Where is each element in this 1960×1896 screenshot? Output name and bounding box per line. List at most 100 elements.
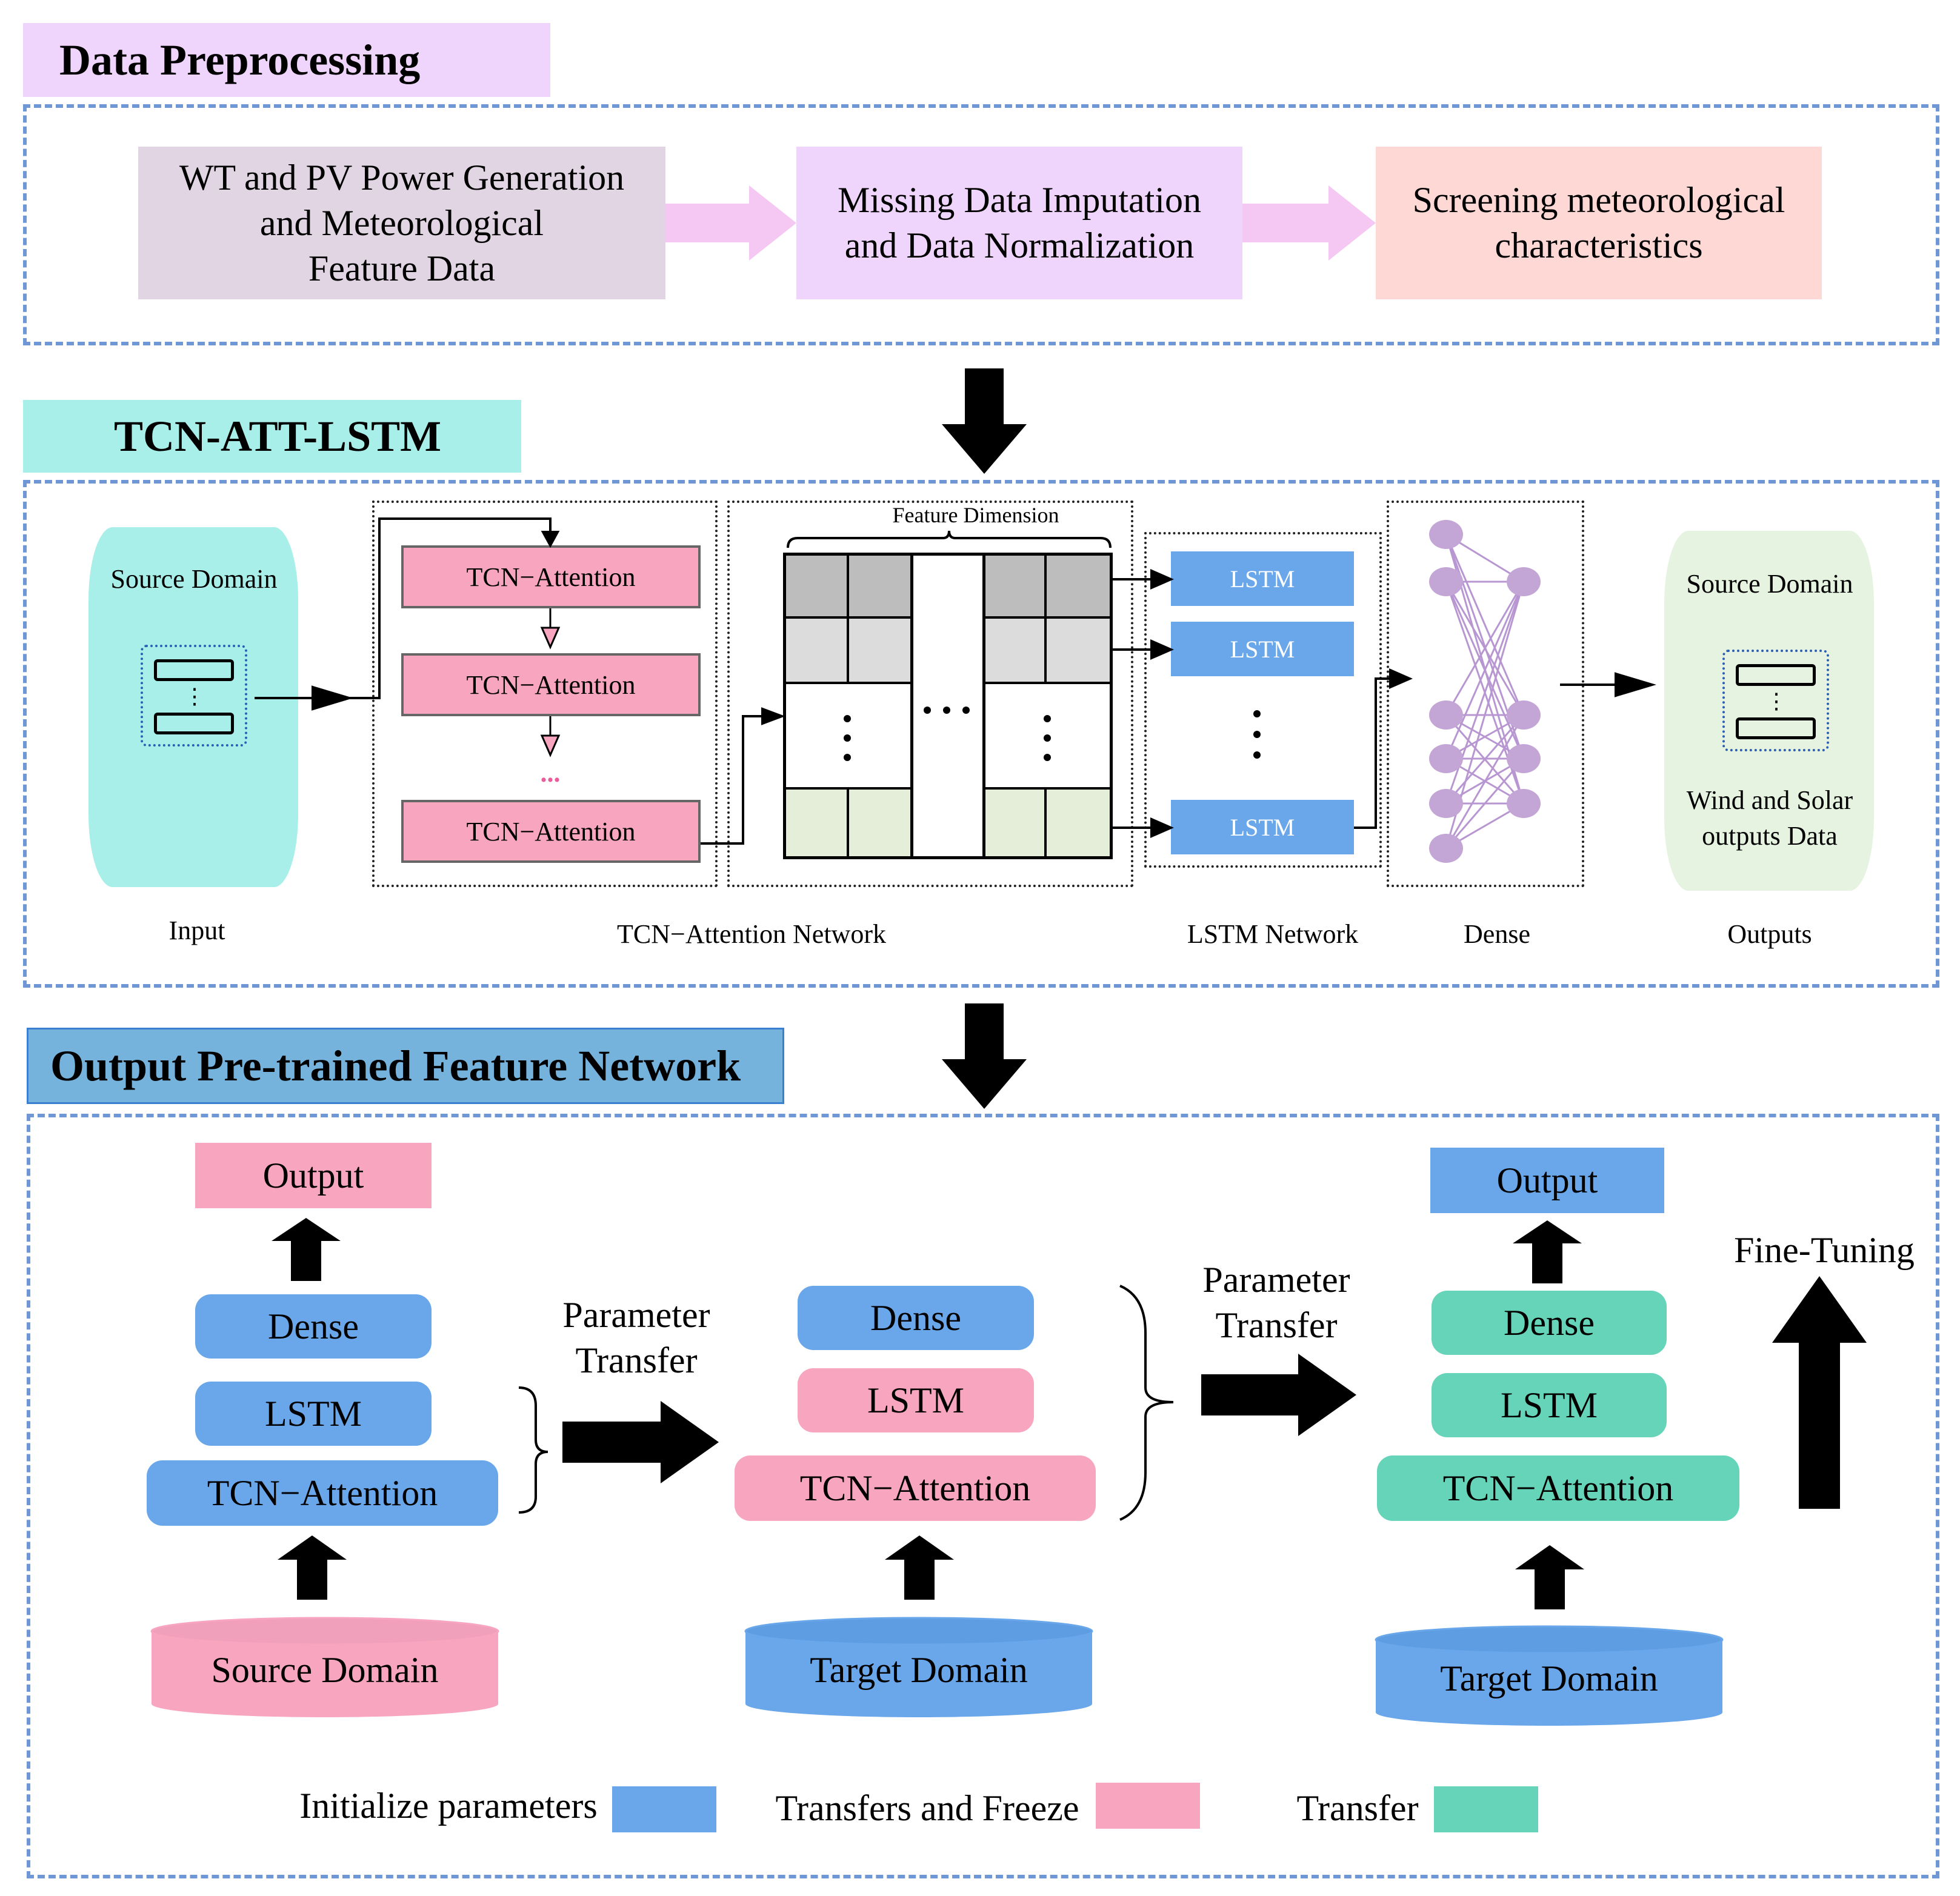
- raw-data-line-2: and Meteorological: [259, 202, 544, 243]
- lstm-dot: [1253, 710, 1261, 717]
- raw-data-box: WT and PV Power Generation and Meteorolo…: [138, 147, 665, 299]
- matrix-right-mid: [982, 684, 1110, 790]
- feature-dimension-brace: [787, 530, 1112, 548]
- model-title-text: TCN-ATT-LSTM: [114, 411, 442, 461]
- matrix-cell: [1047, 619, 1110, 684]
- output-network-title-text: Output Pre-trained Feature Network: [50, 1041, 741, 1090]
- legend-transfer-label: Transfer: [1296, 1788, 1419, 1828]
- matrix-cell: [849, 790, 913, 856]
- pink-arrow-2: [1242, 185, 1376, 261]
- lstm-cell-3: LSTM: [1171, 800, 1354, 854]
- screening-box: Screening meteorological characteristics: [1376, 147, 1822, 299]
- parameter-transfer-2-line-2: Transfer: [1215, 1305, 1338, 1345]
- data-record-icon: [1736, 664, 1816, 686]
- tcn-stack-frame: [372, 501, 718, 887]
- matrix-cell: [1047, 556, 1110, 619]
- dense-node: [1429, 700, 1463, 730]
- tcn-attention-block-3: TCN−Attention: [401, 800, 701, 863]
- matrix-cell: [1047, 790, 1110, 856]
- middle-tcn-attention-block: TCN−Attention: [735, 1455, 1096, 1521]
- parameter-transfer-arrow-1: [562, 1401, 719, 1483]
- lstm-arrow-head-3: [1150, 817, 1174, 839]
- output-data-line-2: outputs Data: [1702, 821, 1838, 851]
- matrix-cell: [786, 619, 849, 684]
- lstm-network-label: LSTM Network: [1187, 919, 1359, 949]
- target-domain-cylinder-label-middle: Target Domain: [810, 1649, 1028, 1690]
- matrix-cell: [982, 556, 1047, 619]
- matrix-cell: [849, 556, 913, 619]
- source-domain-cylinder: [150, 1617, 499, 1717]
- middle-lstm-block: LSTM: [798, 1368, 1034, 1432]
- parameter-transfer-1-line-1: Parameter: [562, 1295, 710, 1335]
- feature-dimension-label: Feature Dimension: [892, 503, 1059, 527]
- left-dense-block: Dense: [195, 1294, 432, 1359]
- matrix-dot: [844, 754, 851, 761]
- right-dense-block: Dense: [1432, 1291, 1667, 1355]
- matrix-dot: [844, 734, 851, 742]
- dense-node: [1507, 567, 1541, 596]
- pink-arrow-1: [665, 185, 796, 261]
- matrix-dot: [1044, 754, 1051, 761]
- lstm-dot: [1253, 731, 1261, 738]
- preprocessing-title-text: Data Preprocessing: [59, 35, 421, 84]
- right-lstm-block: LSTM: [1432, 1373, 1667, 1437]
- matrix-cell: [982, 619, 1047, 684]
- lstm-to-dense-connector: [1354, 677, 1394, 829]
- dense-arrow-head: [1389, 668, 1413, 690]
- parameter-transfer-label-2: Parameter Transfer: [1173, 1254, 1379, 1351]
- legend-initialize-label: Initialize parameters: [299, 1785, 598, 1826]
- transfer-panel: [27, 1114, 1939, 1878]
- tcn-attention-block-2: TCN−Attention: [401, 653, 701, 716]
- raw-data-line-3: Feature Data: [308, 248, 496, 288]
- target-domain-cylinder-right: [1375, 1625, 1724, 1726]
- target-domain-cylinder-label-right: Target Domain: [1440, 1658, 1658, 1698]
- input-source-domain-label: Source Domain: [110, 564, 278, 594]
- output-data-line-1: Wind and Solar: [1686, 785, 1853, 815]
- left-tcn-attention-block: TCN−Attention: [147, 1460, 498, 1526]
- tcn-top-arrow-head: [541, 531, 560, 548]
- output-data-label: Wind and Solar outputs Data: [1655, 782, 1885, 854]
- output-arrow-head: [1615, 672, 1656, 697]
- imputation-box: Missing Data Imputation and Data Normali…: [796, 147, 1242, 299]
- outputs-label: Outputs: [1727, 919, 1812, 949]
- parameter-transfer-1-line-2: Transfer: [575, 1340, 698, 1380]
- matrix-dot: [1044, 734, 1051, 742]
- tcn-network-label: TCN−Attention Network: [617, 919, 886, 949]
- dense-node: [1429, 744, 1463, 773]
- screening-line-2: characteristics: [1495, 225, 1703, 265]
- fine-tuning-arrow: [1772, 1276, 1867, 1509]
- dense-node: [1507, 789, 1541, 818]
- data-record-icon: [154, 659, 234, 681]
- parameter-transfer-2-line-1: Parameter: [1202, 1260, 1350, 1300]
- target-domain-cylinder-middle: [744, 1617, 1093, 1717]
- matrix-dot: [1044, 715, 1051, 722]
- right-output-box: Output: [1430, 1148, 1664, 1213]
- vertical-ellipsis-icon: ⋮: [1765, 689, 1787, 713]
- output-data-icon: ⋮: [1722, 650, 1829, 751]
- transfer-brace-2: [1119, 1285, 1174, 1521]
- up-arrow-middle-input: [885, 1535, 954, 1600]
- matrix-left-mid: [786, 684, 913, 790]
- vertical-ellipsis-icon: ⋮: [184, 684, 205, 708]
- lstm-arrow-head-2: [1150, 639, 1174, 660]
- legend-freeze-label: Transfers and Freeze: [775, 1788, 1079, 1828]
- matrix-cell: [982, 790, 1047, 856]
- parameter-transfer-label-1: Parameter Transfer: [533, 1289, 739, 1386]
- left-output-box: Output: [195, 1143, 432, 1208]
- dense-node: [1429, 834, 1463, 863]
- input-label: Input: [168, 915, 225, 945]
- parameter-transfer-arrow-2: [1201, 1354, 1356, 1436]
- feature-matrix-frame: [727, 501, 1133, 887]
- dense-frame: [1387, 501, 1584, 887]
- lstm-arrow-head-1: [1150, 568, 1174, 590]
- input-arrow-head: [312, 685, 353, 711]
- screening-line-1: Screening meteorological: [1412, 180, 1785, 220]
- legend-initialize-swatch: [612, 1786, 716, 1832]
- raw-data-line-1: WT and PV Power Generation: [179, 157, 625, 198]
- tcn-to-matrix-connector: [701, 715, 767, 845]
- preprocessing-panel: [23, 104, 1939, 345]
- matrix-dot: [844, 715, 851, 722]
- tcn-attention-block-1: TCN−Attention: [401, 545, 701, 608]
